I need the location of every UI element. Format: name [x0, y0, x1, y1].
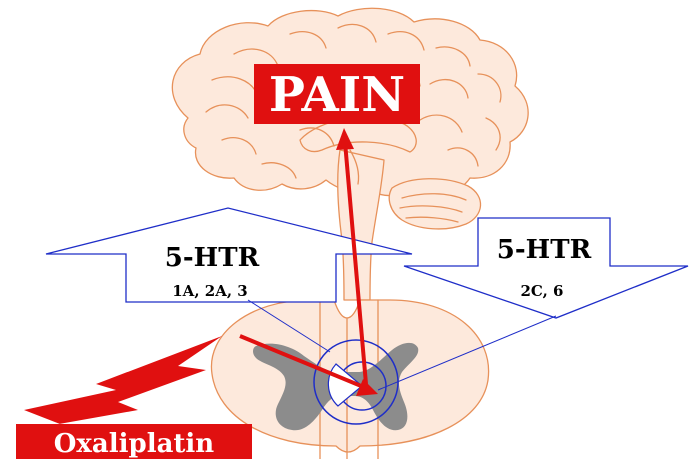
- left-receptor-subtypes: 1A, 2A, 3: [172, 282, 247, 300]
- cerebellum: [389, 179, 480, 229]
- pain-label-box: PAIN: [254, 64, 420, 124]
- right-receptor-subtypes: 2C, 6: [521, 282, 564, 300]
- oxaliplatin-label: Oxaliplatin: [54, 429, 215, 459]
- brainstem: [338, 150, 384, 300]
- right-receptor-title: 5-HTR: [497, 235, 592, 265]
- down-arrow-shape: [404, 218, 688, 318]
- pain-label: PAIN: [269, 67, 405, 123]
- left-receptor-title: 5-HTR: [165, 243, 260, 273]
- oxaliplatin-label-box: Oxaliplatin: [16, 424, 252, 459]
- lightning-bolt-icon: [14, 336, 222, 432]
